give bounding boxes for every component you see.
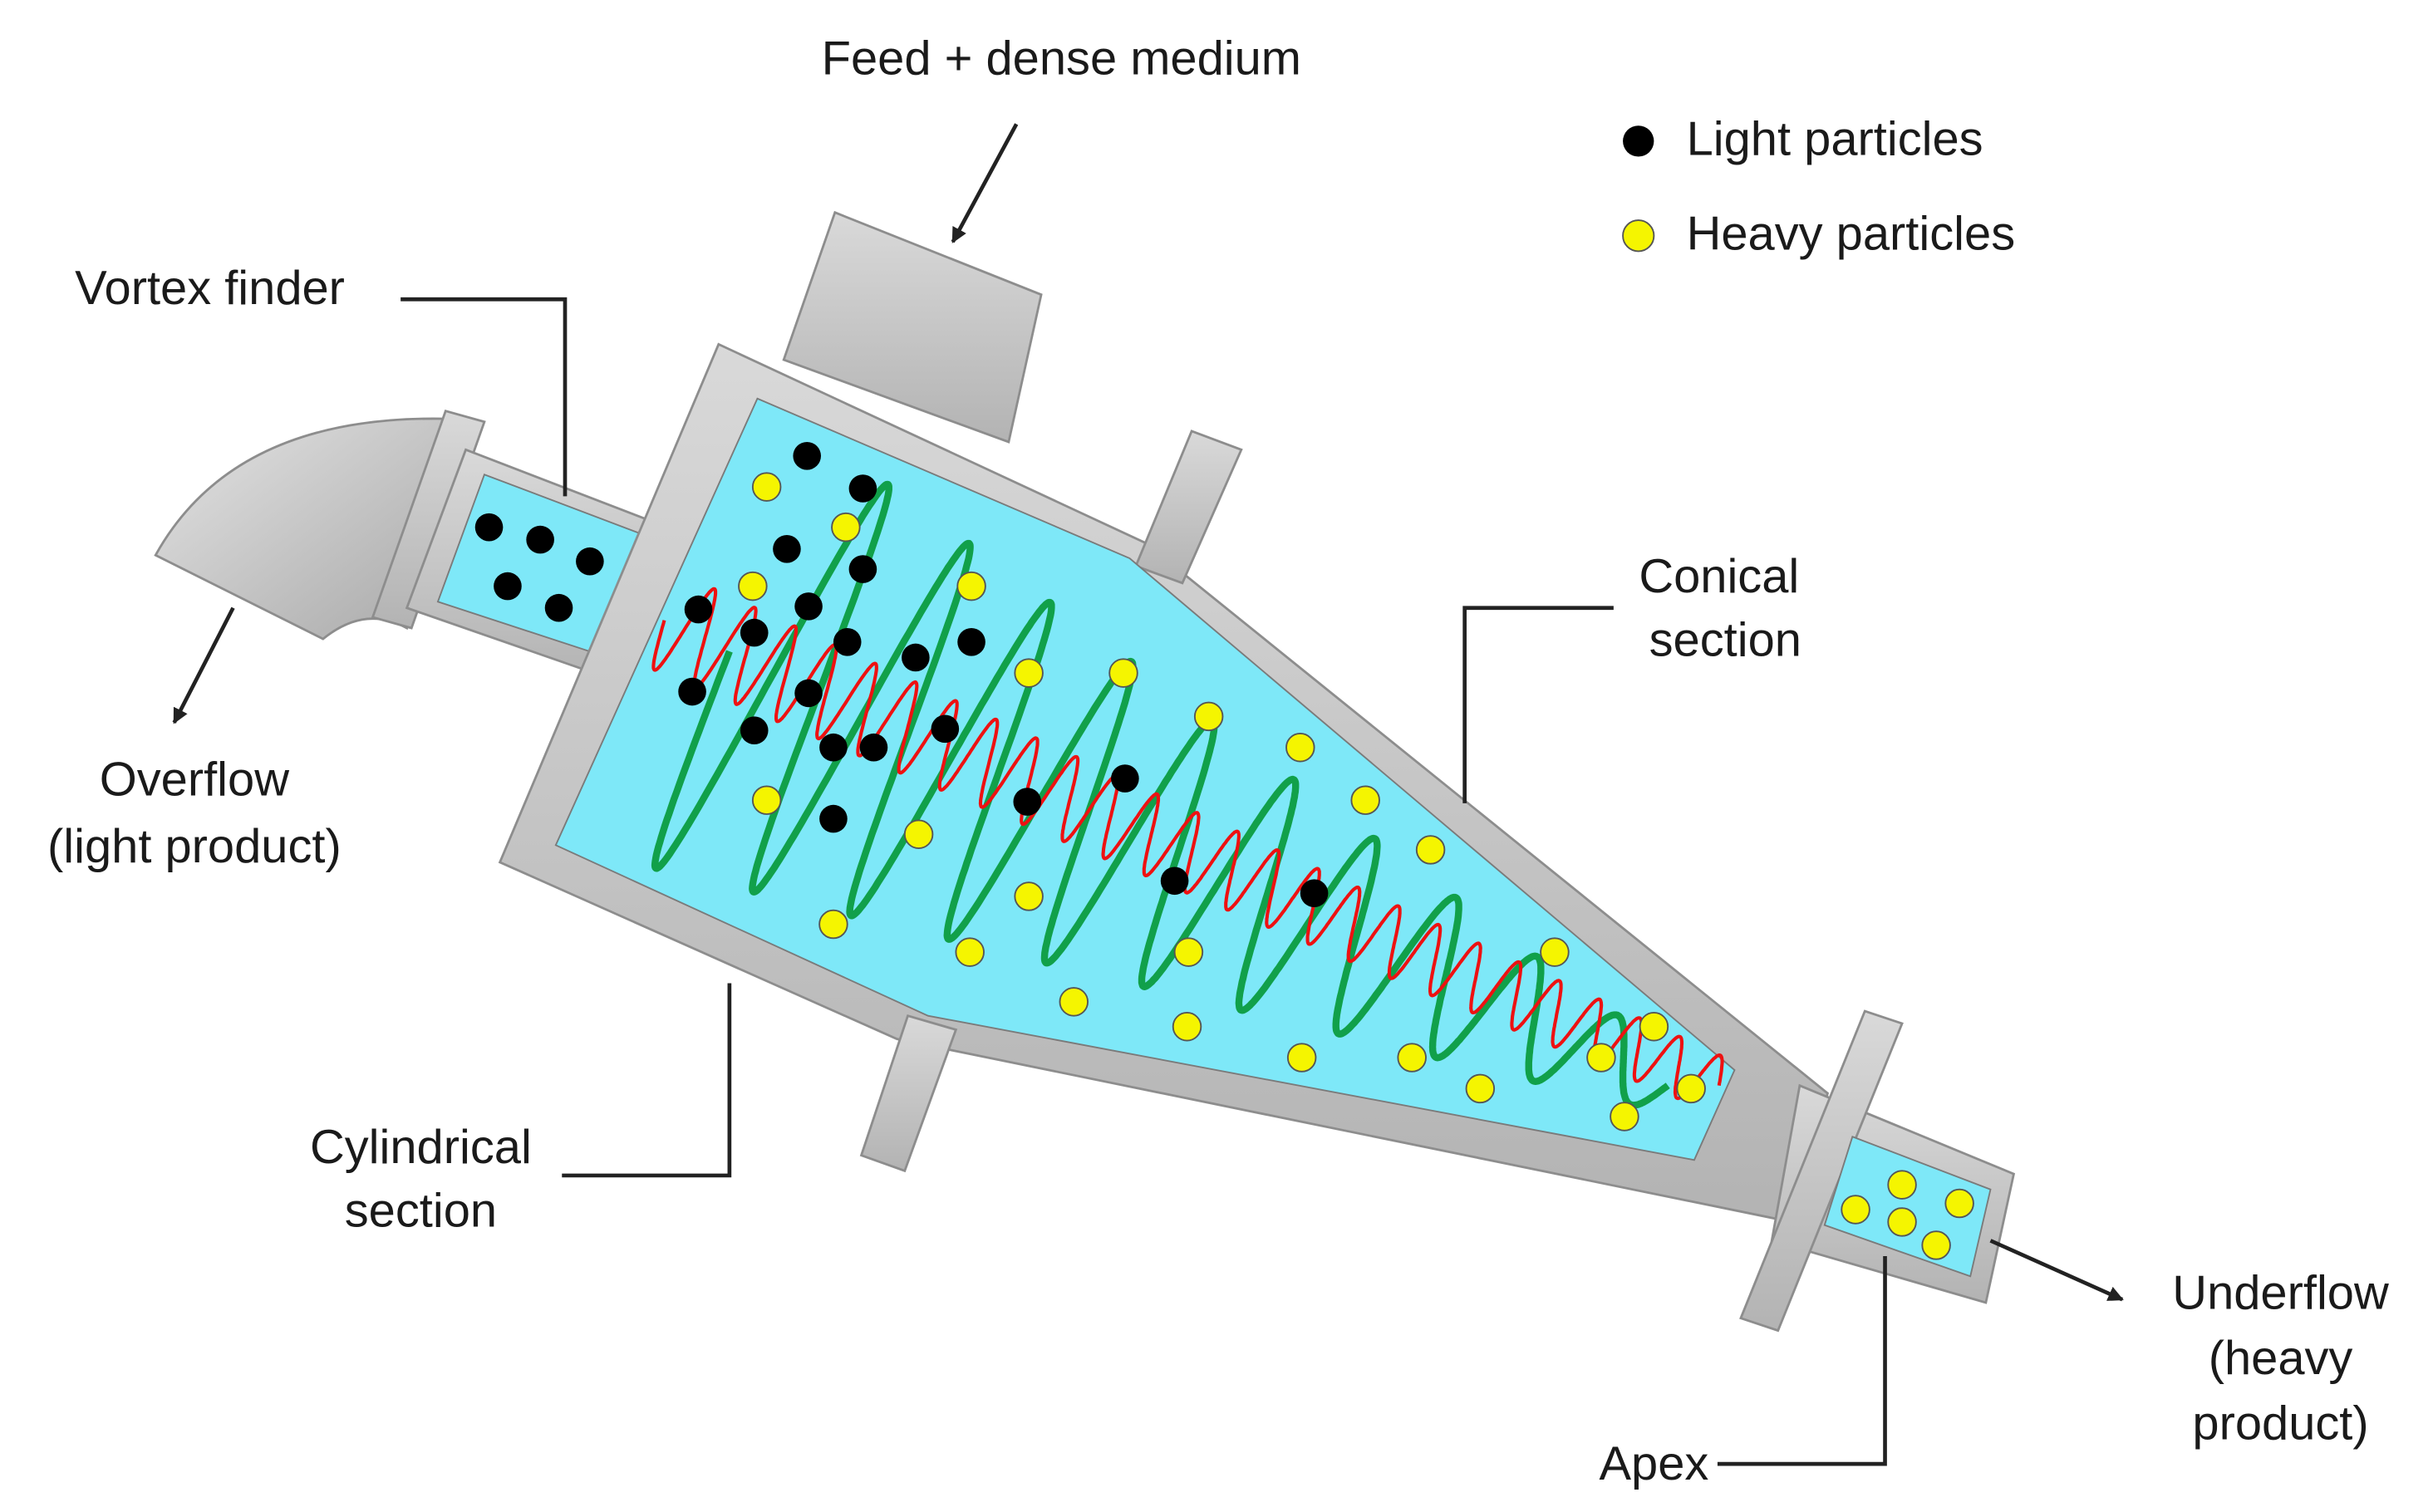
heavy-particles xyxy=(738,472,1974,1260)
feed-arrow xyxy=(951,123,1019,243)
cylindrical-label-line1: Cylindrical xyxy=(310,1121,532,1174)
black-dot-icon xyxy=(794,679,823,708)
yellow-dot-icon xyxy=(751,785,782,815)
yellow-dot-icon xyxy=(818,909,848,940)
black-dot-icon xyxy=(576,547,604,576)
bottom-flange xyxy=(859,1014,958,1173)
black-dot-icon xyxy=(526,525,554,554)
top-flange xyxy=(1134,430,1243,585)
black-dot-icon xyxy=(1623,125,1654,157)
yellow-dot-icon xyxy=(1014,881,1044,911)
yellow-dot-icon xyxy=(738,571,768,601)
black-dot-icon xyxy=(859,733,888,762)
yellow-dot-icon xyxy=(903,819,934,849)
black-dot-icon xyxy=(902,643,930,672)
yellow-dot-icon xyxy=(1887,1207,1917,1237)
overflow-arrow xyxy=(172,606,235,724)
yellow-dot-icon xyxy=(956,571,986,601)
yellow-dot-icon xyxy=(1014,658,1044,688)
yellow-dot-icon xyxy=(1841,1195,1870,1225)
conical-label-line1: Conical xyxy=(1639,550,1799,603)
black-dot-icon xyxy=(474,513,504,542)
yellow-dot-icon xyxy=(1639,1012,1669,1042)
black-dot-icon xyxy=(684,595,713,624)
black-dot-icon xyxy=(794,592,823,621)
feed-inlet xyxy=(782,210,1043,444)
yellow-dot-icon xyxy=(1610,1102,1639,1132)
yellow-dot-icon xyxy=(1172,1012,1202,1042)
legend: Light particles Heavy particles xyxy=(1622,113,2016,261)
black-dot-icon xyxy=(1111,764,1139,793)
black-dot-icon xyxy=(494,572,522,601)
yellow-dot-icon xyxy=(1586,1043,1616,1073)
cylindrical-label-line2: section xyxy=(345,1185,497,1238)
yellow-dot-icon xyxy=(831,512,861,542)
overflow-flange xyxy=(371,409,486,630)
legend-light-label: Light particles xyxy=(1687,113,1983,166)
black-dot-icon xyxy=(678,677,706,706)
black-dot-icon xyxy=(848,474,877,503)
black-dot-icon xyxy=(957,628,985,656)
black-dot-icon xyxy=(740,618,769,647)
black-dot-icon xyxy=(1300,879,1329,907)
underflow-label-line1: Underflow xyxy=(2172,1266,2389,1319)
yellow-dot-icon xyxy=(1350,785,1380,815)
yellow-dot-icon xyxy=(1285,733,1315,763)
overflow-label-line2: (light product) xyxy=(47,820,342,873)
black-dot-icon xyxy=(819,804,848,833)
black-dot-icon xyxy=(833,628,862,656)
black-dot-icon xyxy=(740,716,769,744)
yellow-dot-icon xyxy=(751,472,782,502)
overflow-elbow-pipe xyxy=(154,417,445,641)
yellow-dot-icon xyxy=(1286,1043,1317,1073)
cylindrical-leader xyxy=(562,983,732,1178)
yellow-dot-icon xyxy=(1921,1230,1951,1260)
inner-spiral-flow xyxy=(651,587,1724,1101)
yellow-dot-icon xyxy=(955,937,985,967)
black-dot-icon xyxy=(848,555,877,583)
conical-leader xyxy=(1462,606,1614,803)
yellow-dot-icon xyxy=(1540,937,1570,967)
yellow-dot-icon xyxy=(1622,219,1655,253)
vortex-finder-leader xyxy=(401,297,568,497)
apex-flange xyxy=(1739,1009,1904,1333)
apex-leader xyxy=(1717,1256,1887,1466)
black-dot-icon xyxy=(1160,866,1189,896)
underflow-label-line3: product) xyxy=(2192,1397,2368,1450)
yellow-dot-icon xyxy=(1465,1073,1496,1104)
yellow-dot-icon xyxy=(1944,1188,1974,1219)
black-dot-icon xyxy=(819,733,848,762)
black-dot-icon xyxy=(544,593,573,622)
conical-label-line2: section xyxy=(1649,614,1801,667)
overflow-label-line1: Overflow xyxy=(100,754,289,807)
yellow-dot-icon xyxy=(1108,658,1138,688)
yellow-dot-icon xyxy=(1193,701,1224,732)
black-dot-icon xyxy=(793,442,821,470)
yellow-dot-icon xyxy=(1676,1073,1706,1104)
feed-label: Feed + dense medium xyxy=(822,32,1301,86)
yellow-dot-icon xyxy=(1887,1170,1917,1200)
black-dot-icon xyxy=(931,714,960,744)
black-dot-icon xyxy=(1013,788,1042,816)
underflow-arrow xyxy=(1989,1239,2124,1302)
light-particles xyxy=(474,442,1329,907)
yellow-dot-icon xyxy=(1059,987,1089,1017)
black-dot-icon xyxy=(773,535,801,563)
yellow-dot-icon xyxy=(1415,835,1446,865)
vortex-finder-label: Vortex finder xyxy=(75,262,345,315)
legend-heavy-label: Heavy particles xyxy=(1687,208,2016,261)
yellow-dot-icon xyxy=(1397,1043,1427,1073)
yellow-dot-icon xyxy=(1173,937,1204,967)
apex-label: Apex xyxy=(1599,1437,1708,1490)
outer-spiral-flow xyxy=(651,480,1670,1109)
underflow-label-line2: (heavy xyxy=(2209,1332,2353,1385)
dense-medium-fill xyxy=(554,397,1736,1161)
